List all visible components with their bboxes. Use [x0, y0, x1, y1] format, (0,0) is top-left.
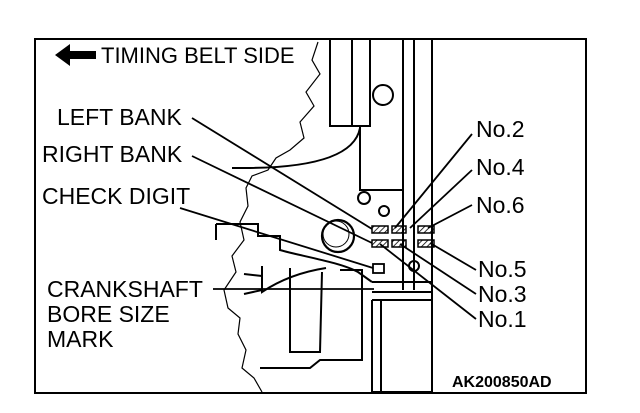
figure-code: AK200850AD — [452, 374, 552, 391]
label-check-digit: CHECK DIGIT — [42, 183, 190, 209]
check-digit-box — [372, 263, 385, 274]
bolt-hole — [372, 84, 394, 106]
label-crankshaft-1: CRANKSHAFT — [47, 276, 203, 302]
cutaway-line — [223, 41, 321, 393]
label-crankshaft-2: BORE SIZE — [47, 301, 170, 327]
header-label: TIMING BELT SIDE — [101, 43, 295, 68]
label-right-bank: RIGHT BANK — [42, 141, 183, 167]
arrow-left-icon — [55, 44, 96, 66]
bore-size-marks — [371, 225, 435, 248]
label-cyl-no3: No.3 — [478, 281, 527, 307]
small-hole-2 — [378, 205, 390, 217]
engine-block — [215, 40, 433, 393]
label-cyl-no6: No.6 — [476, 192, 525, 218]
label-left-bank: LEFT BANK — [57, 104, 182, 130]
label-crankshaft-3: MARK — [47, 326, 114, 352]
leader-lines — [179, 117, 477, 320]
label-cyl-no5: No.5 — [478, 256, 527, 282]
crankshaft-bore — [320, 218, 356, 254]
label-cyl-no2: No.2 — [476, 116, 525, 142]
label-cyl-no4: No.4 — [476, 154, 525, 180]
small-hole — [357, 191, 371, 205]
diagram-border — [34, 38, 587, 394]
label-cyl-no1: No.1 — [478, 306, 527, 332]
